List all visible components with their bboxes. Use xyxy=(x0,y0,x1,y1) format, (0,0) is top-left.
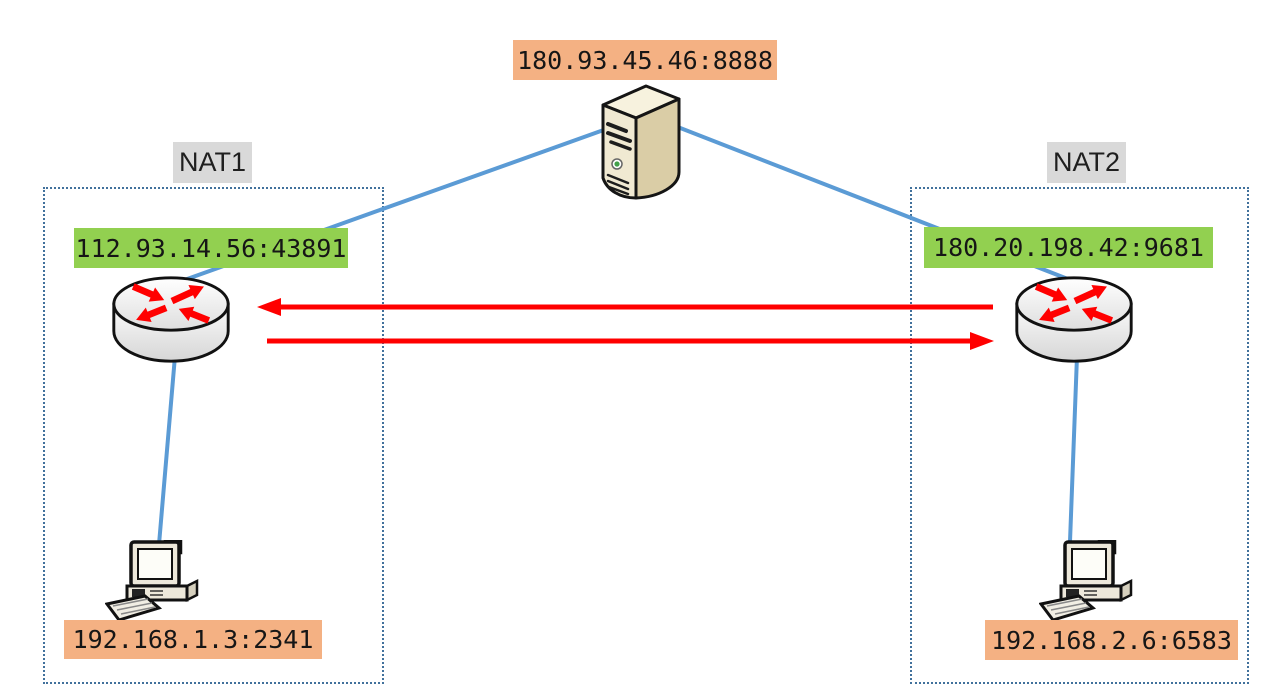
router-icon-nat1 xyxy=(108,271,234,368)
host2-private-address-label: 192.168.2.6:6583 xyxy=(985,620,1238,660)
nat2-boundary-box xyxy=(910,187,1249,684)
server-tower-icon xyxy=(583,78,695,204)
nat1-public-address-label: 112.93.14.56:43891 xyxy=(74,228,348,268)
nat2-public-address-label: 180.20.198.42:9681 xyxy=(924,227,1213,268)
desktop-pc-icon-host1 xyxy=(104,540,206,622)
desktop-pc-icon-host2 xyxy=(1038,540,1140,622)
host1-private-address-label: 192.168.1.3:2341 xyxy=(64,620,322,659)
nat1-title-label: NAT1 xyxy=(173,142,252,183)
nat2-title-label: NAT2 xyxy=(1047,142,1126,183)
router-icon-nat2 xyxy=(1011,271,1137,368)
server-address-label: 180.93.45.46:8888 xyxy=(513,40,777,80)
